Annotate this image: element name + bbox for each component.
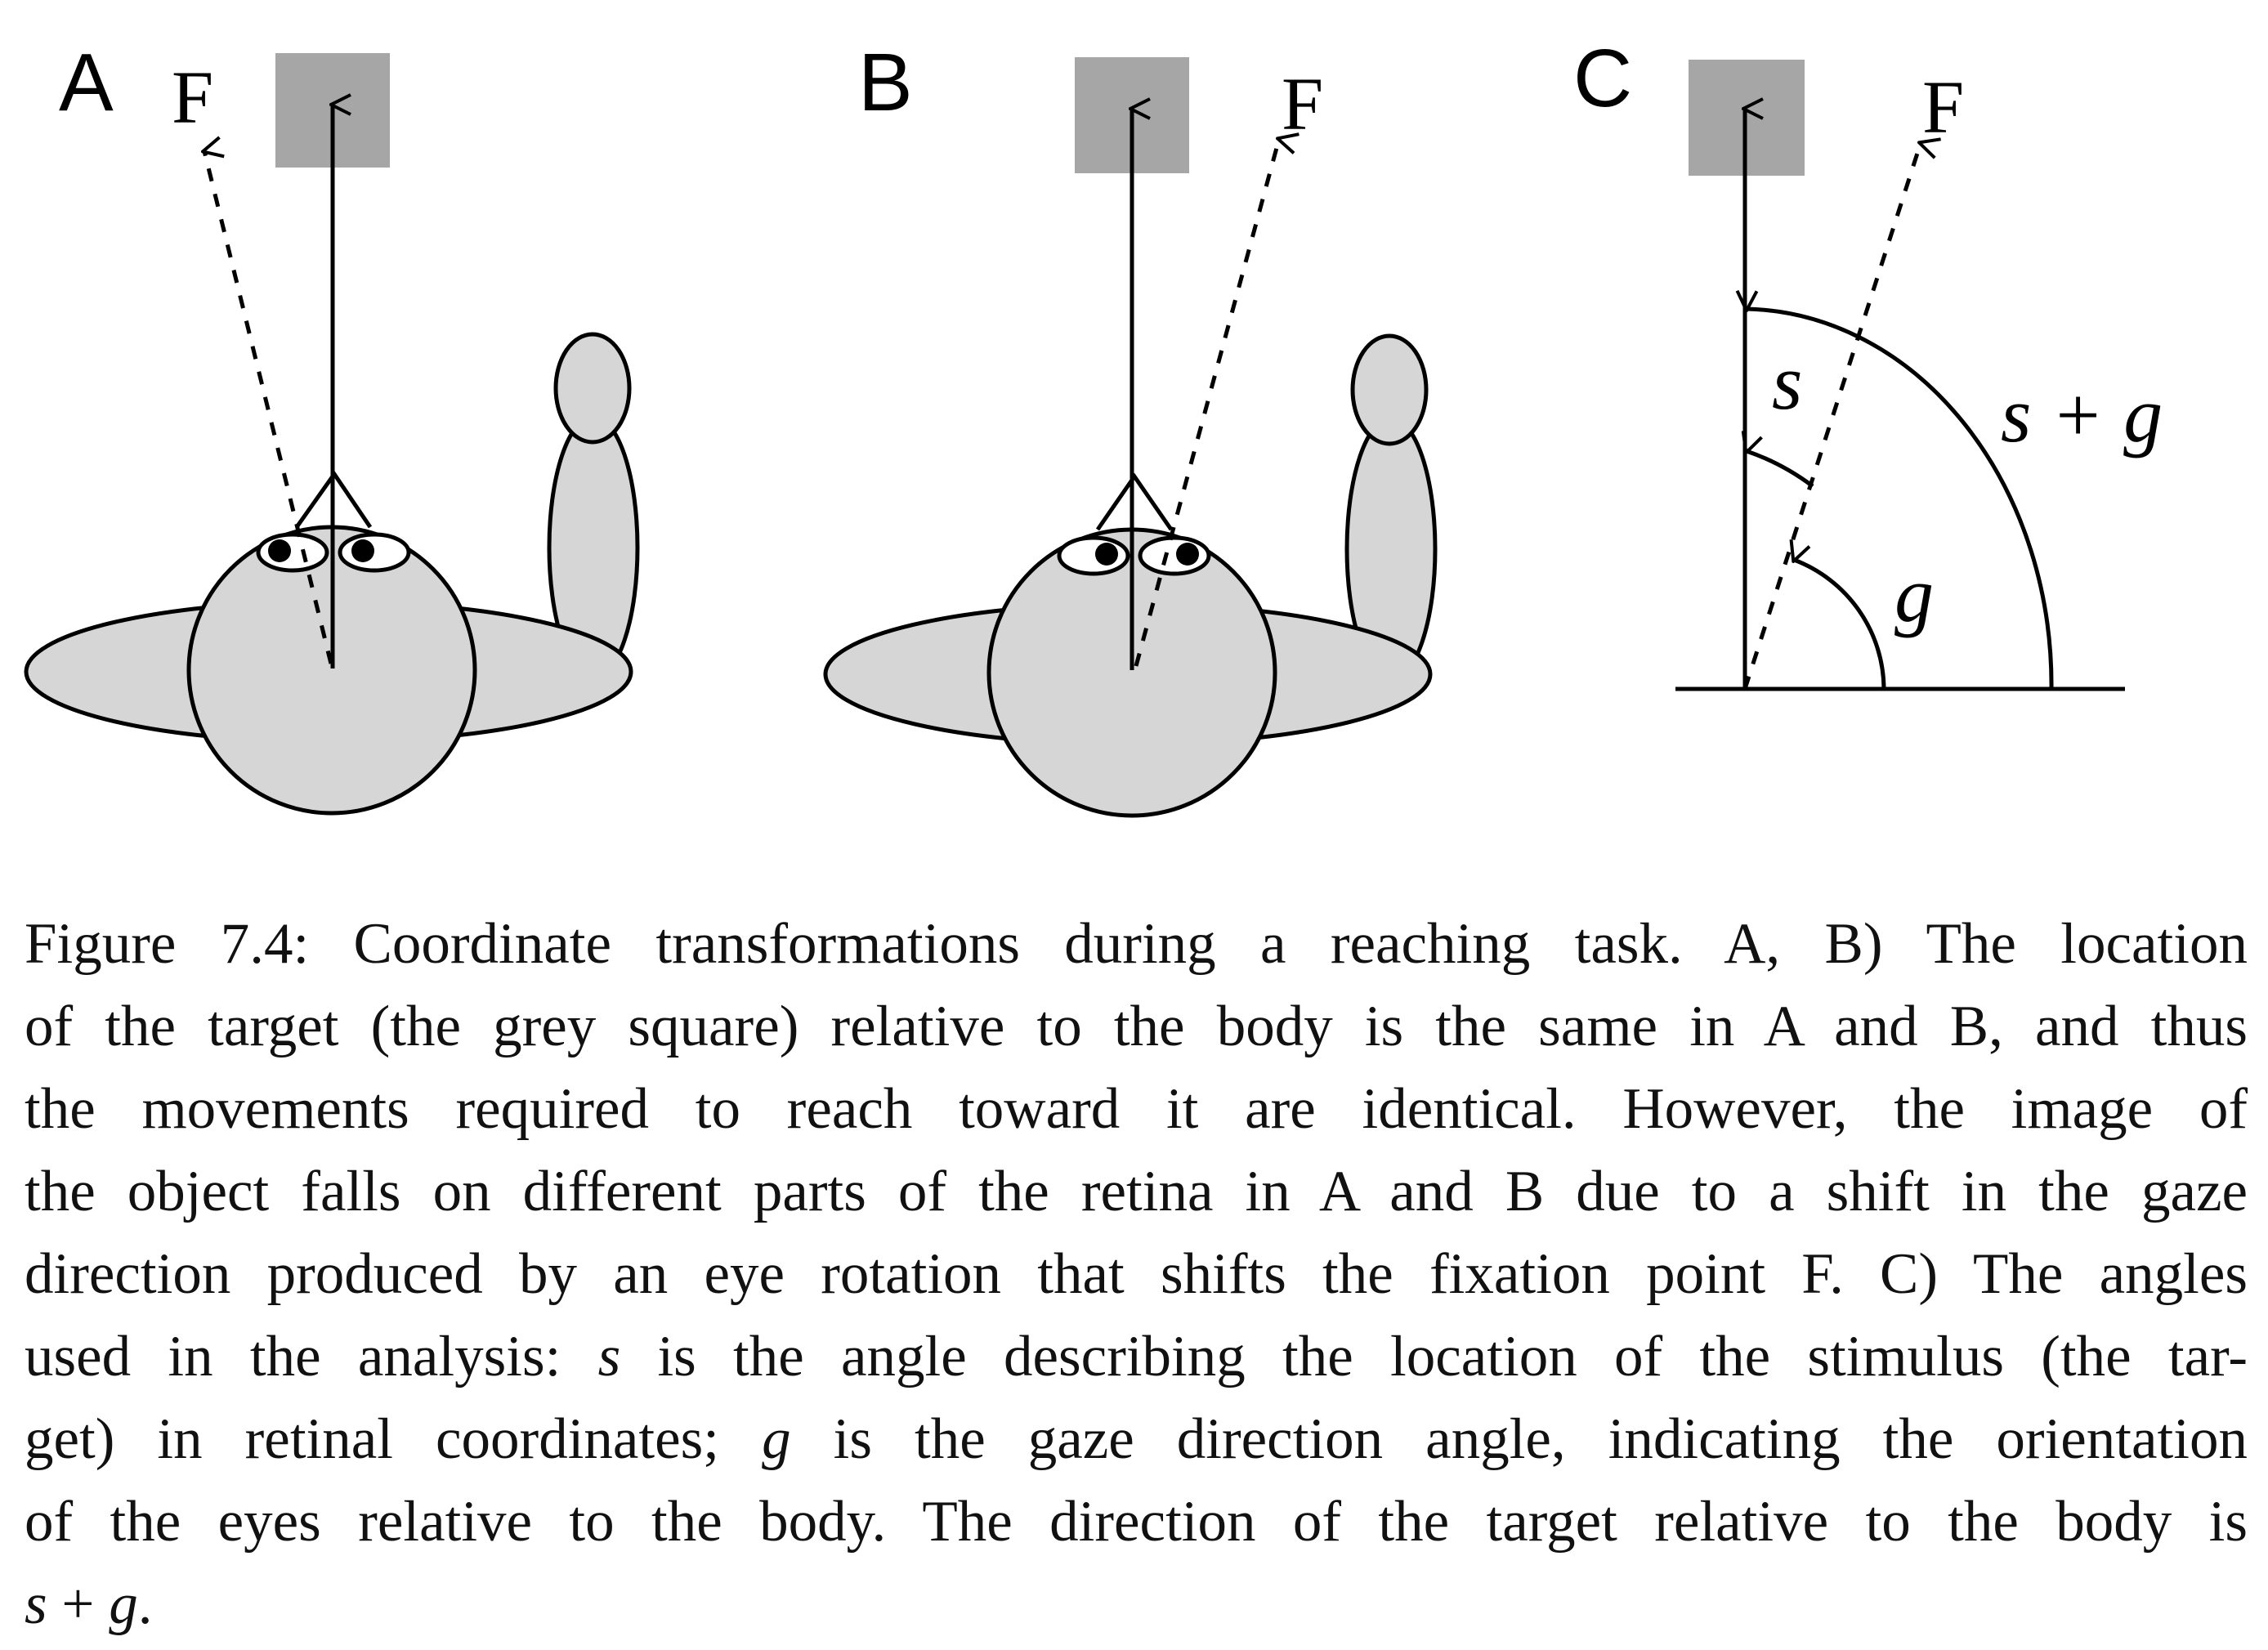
panel-b-raised-hand bbox=[1350, 333, 1429, 446]
caption-line-6-a: used in the analysis: bbox=[25, 1325, 598, 1388]
panel-b: B F bbox=[823, 37, 1438, 818]
panel-c-g-label: g bbox=[1894, 551, 1934, 638]
panel-a-label: A bbox=[59, 37, 114, 128]
caption-line-9-s: s bbox=[25, 1572, 47, 1636]
panel-a-gaze-arrow bbox=[204, 151, 333, 664]
panel-a-raised-hand bbox=[553, 332, 632, 445]
caption-line-7-b: is the gaze direction angle, indicating … bbox=[790, 1407, 2248, 1471]
panel-a-fixation-label: F bbox=[172, 56, 213, 139]
panel-b-label: B bbox=[858, 37, 913, 128]
panel-c-label: C bbox=[1573, 33, 1632, 124]
caption-line-3: the movements required to reach toward i… bbox=[25, 1077, 2248, 1141]
caption-line-5: direction produced by an eye rotation th… bbox=[25, 1242, 2248, 1306]
caption-line-4: the object falls on different parts of t… bbox=[25, 1160, 2248, 1223]
figure-caption: Figure 7.4: Coordinate transformations d… bbox=[25, 903, 2248, 1646]
panel-c-s-label: s bbox=[1772, 338, 1802, 426]
panel-c-s-arc bbox=[1747, 451, 1814, 488]
panel-a: A F bbox=[24, 37, 640, 816]
panel-c-gaze-direction-arrow bbox=[1742, 143, 1921, 690]
caption-line-6-b: is the angle describing the location of … bbox=[620, 1325, 2248, 1388]
caption-line-2: of the target (the grey square) relative… bbox=[25, 995, 2248, 1058]
panel-b-fixation-label: F bbox=[1282, 62, 1323, 145]
caption-line-8: of the eyes relative to the body. The di… bbox=[25, 1490, 2248, 1554]
caption-line-9-end: . bbox=[137, 1572, 153, 1636]
panel-b-gaze-arrow bbox=[1134, 139, 1279, 667]
panel-c-s-plus-g-arc bbox=[1747, 309, 2054, 690]
caption-line-9: s + g. bbox=[25, 1563, 2248, 1646]
panel-b-nose bbox=[1095, 472, 1174, 531]
panel-c-s-plus-g-label: s + g bbox=[2001, 371, 2163, 458]
caption-g-symbol: g bbox=[762, 1407, 791, 1471]
reaching-task-figure: A F B bbox=[24, 33, 2163, 818]
caption-line-7: get) in retinal coordinates; g is the ga… bbox=[25, 1398, 2248, 1481]
caption-line-1-text: Coordinate transformations during a reac… bbox=[309, 912, 2248, 976]
caption-line-7-a: get) in retinal coordinates; bbox=[25, 1407, 763, 1471]
caption-line-9-op: + bbox=[47, 1572, 110, 1636]
caption-figure-number: Figure 7.4: bbox=[25, 912, 310, 976]
panel-c-g-arc bbox=[1794, 560, 1886, 690]
panel-a-right-eye bbox=[338, 532, 411, 573]
panel-a-left-eye bbox=[256, 532, 329, 573]
panel-c-fixation-label: F bbox=[1922, 65, 1964, 149]
caption-line-1: Figure 7.4: Coordinate transformations d… bbox=[25, 903, 2248, 986]
caption-line-6: used in the analysis: s is the angle des… bbox=[25, 1316, 2248, 1398]
panel-c: C F s g s + g bbox=[1573, 33, 2163, 691]
caption-line-9-g: g bbox=[109, 1572, 138, 1636]
panel-b-left-eye bbox=[1057, 535, 1130, 576]
caption-s-symbol: s bbox=[597, 1325, 621, 1388]
panel-b-right-eye bbox=[1138, 535, 1211, 576]
